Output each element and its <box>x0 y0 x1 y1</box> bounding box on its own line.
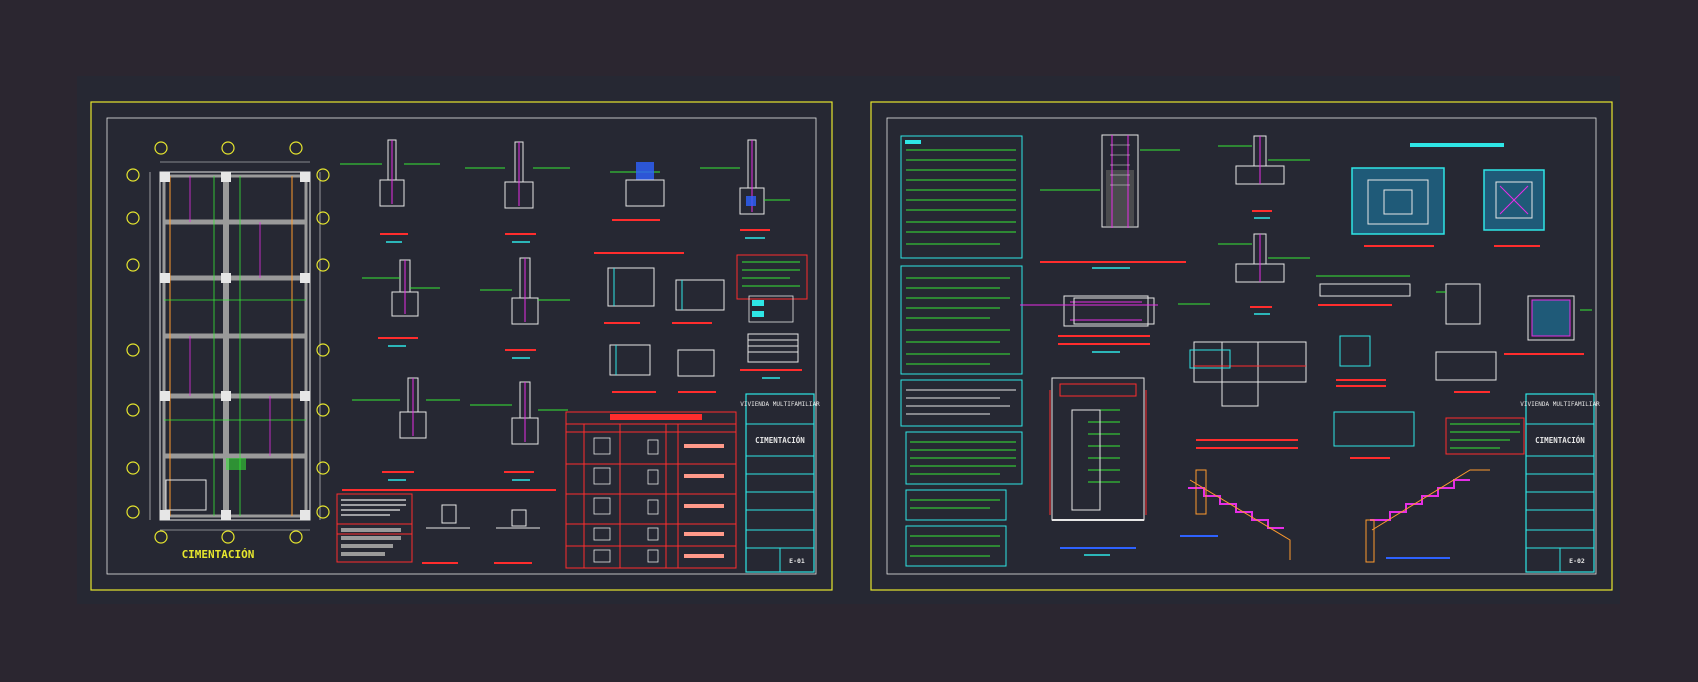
title-block-left: VIVIENDA MULTIFAMILIAR CIMENTACIÓN E-01 <box>740 393 820 573</box>
project-title: VIVIENDA MULTIFAMILIAR <box>1520 401 1600 408</box>
sheet-right: VIVIENDA MULTIFAMILIAR CIMENTACIÓN E-02 <box>870 101 1613 591</box>
footing-step-detail <box>1193 341 1307 449</box>
cistern-section-details <box>1316 275 1592 393</box>
specification-notes <box>900 135 1023 567</box>
sheet-code: E-01 <box>789 557 805 565</box>
footing-details <box>426 267 725 529</box>
staircase-details <box>1180 469 1490 563</box>
cistern-plan-details <box>1351 143 1545 247</box>
sheet-border <box>90 101 833 591</box>
title-block-right: VIVIENDA MULTIFAMILIAR CIMENTACIÓN E-02 <box>1520 393 1600 573</box>
sheet-inner-frame <box>886 117 1597 575</box>
sheet-inner-frame <box>106 117 817 575</box>
stair-detail <box>747 333 799 363</box>
sheet-title: CIMENTACIÓN <box>1535 436 1585 445</box>
sheet-left: CIMENTACIÓN <box>90 101 833 591</box>
notes-box <box>736 254 808 300</box>
plan-title: CIMENTACIÓN <box>182 548 255 561</box>
grid-axis-bubbles <box>126 141 330 544</box>
column-beam-detail <box>1040 134 1186 269</box>
general-notes <box>336 493 413 535</box>
connection-details <box>1189 335 1415 447</box>
sheet-title: CIMENTACIÓN <box>755 436 805 445</box>
stair-elevation <box>1049 377 1147 556</box>
sheet-border <box>870 101 1613 591</box>
wall-section-details <box>340 139 790 445</box>
column-schedule-table <box>565 411 737 569</box>
sheet-code: E-02 <box>1569 557 1585 565</box>
foundation-plan <box>149 161 321 531</box>
model-space-area <box>77 76 1620 604</box>
project-title: VIVIENDA MULTIFAMILIAR <box>740 401 820 408</box>
section-titles <box>342 219 802 564</box>
